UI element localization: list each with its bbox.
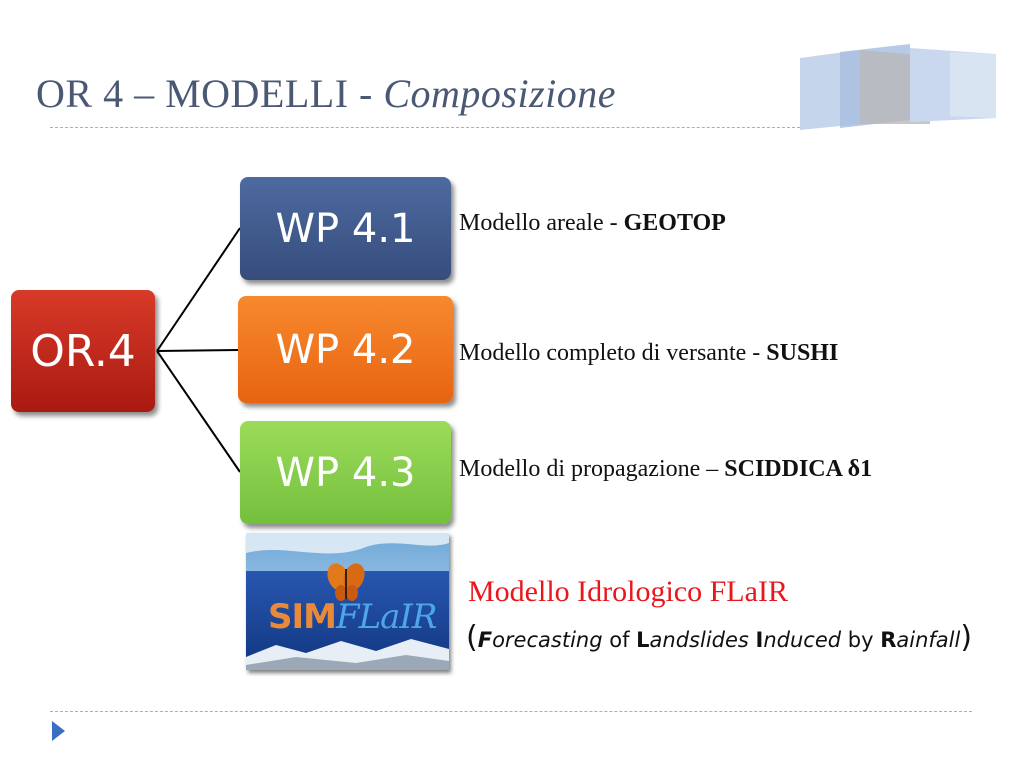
connector-wp41	[156, 227, 241, 352]
footer-divider	[50, 711, 972, 712]
node-wp41: WP 4.1	[240, 177, 451, 280]
node-wp42: WP 4.2	[238, 296, 453, 403]
connector-wp42	[156, 349, 239, 352]
connector-wp43	[156, 350, 241, 473]
node-or4: OR.4	[11, 290, 155, 412]
ribbon-decoration	[800, 44, 996, 130]
node-wp43: WP 4.3	[240, 421, 451, 524]
desc-wp43: Modello di propagazione – SCIDDICA δ1	[459, 456, 873, 482]
flair-title: Modello Idrologico FLaIR	[468, 575, 788, 608]
flair-subtitle: (Forecasting of Landslides Induced by Ra…	[466, 620, 973, 655]
butterfly-icon	[327, 563, 365, 601]
desc-wp42: Modello completo di versante - SUSHI	[459, 340, 839, 366]
play-triangle-icon	[52, 721, 65, 741]
logo-background	[246, 533, 449, 670]
logo-text: SIMFLaIR	[268, 597, 437, 637]
slide-title: OR 4 – MODELLI - Composizione	[36, 70, 616, 117]
simflair-logo: SIMFLaIR	[246, 533, 449, 670]
desc-wp41: Modello areale - GEOTOP	[459, 210, 726, 236]
title-divider	[50, 127, 800, 128]
slide-title-italic: Composizione	[383, 71, 617, 116]
slide-title-main: OR 4 – MODELLI -	[36, 71, 384, 116]
